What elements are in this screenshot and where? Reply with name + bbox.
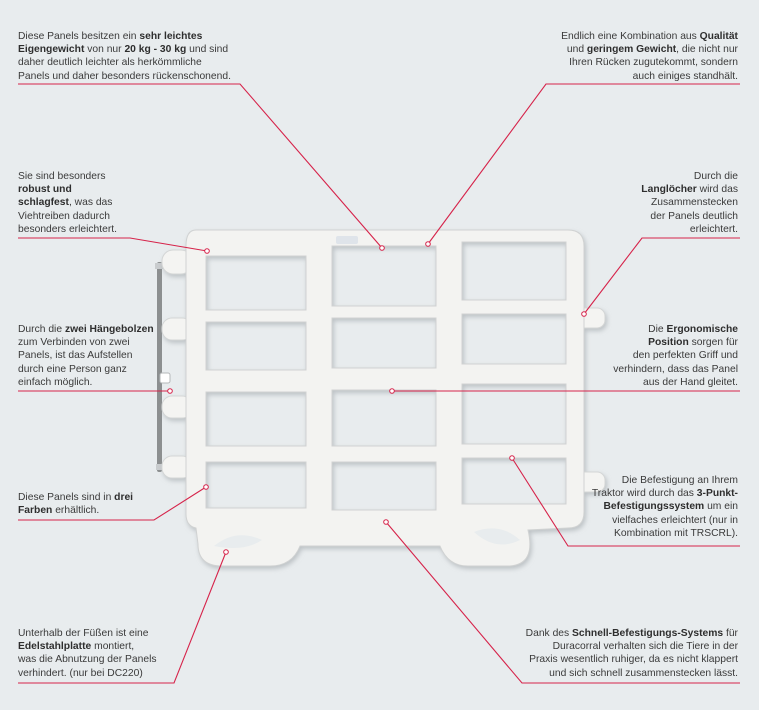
callout-line-edelstahl xyxy=(18,551,227,684)
note-text: Ihren Rücken zugutekommt, sondern xyxy=(569,57,738,69)
note-bold: robust und xyxy=(18,184,72,196)
note-bold: Schnell-Befestigungs-Systems xyxy=(572,628,724,639)
note-text: zum Verbinden von zwei xyxy=(18,337,130,349)
note-text: Unterhalb der Füßen ist eine xyxy=(18,628,149,639)
note-bold: 20 kg - 30 kg xyxy=(124,44,187,56)
note-text: aus der Hand gleitet. xyxy=(642,376,738,388)
note-text: Traktor wird durch das xyxy=(591,488,697,500)
note-text: durch eine Person ganz xyxy=(18,363,127,375)
callout-line-farben xyxy=(18,486,207,521)
note-schnell: Dank des Schnell-Befestigungs-Systems fü… xyxy=(508,627,738,680)
note-farben: Diese Panels sind in drei Farben erhältl… xyxy=(18,491,168,517)
note-text: sorgen für xyxy=(688,337,738,349)
callout-line-schnell xyxy=(385,521,740,684)
note-text: Panels und daher besonders rückenschonen… xyxy=(18,70,231,82)
note-text: Die xyxy=(648,324,667,335)
note-haengebolzen: Durch die zwei Hängebolzen zum Verbinden… xyxy=(18,323,168,389)
note-text: montiert, xyxy=(91,641,135,653)
note-text: Kombination mit TRSCRL). xyxy=(614,527,738,539)
note-robust: Sie sind besonders robust und schlagfest… xyxy=(18,170,158,236)
note-text: erleichtert. xyxy=(689,223,738,235)
note-text: Praxis wesentlich ruhiger, da es nicht k… xyxy=(529,654,738,666)
callout-line-langloecher xyxy=(583,237,740,315)
note-bold: Langlöcher xyxy=(641,184,697,196)
note-text: von nur xyxy=(84,44,125,56)
note-text: und xyxy=(566,44,587,56)
note-text: auch einiges standhält. xyxy=(632,70,738,82)
brand-label-mark xyxy=(336,236,358,244)
note-text: und sind xyxy=(186,44,229,56)
callout-line-robust xyxy=(18,237,208,252)
note-text: Viehtreiben dadurch xyxy=(18,210,110,222)
note-bold: Qualität xyxy=(699,31,738,42)
note-text: Diese Panels sind in xyxy=(18,492,115,503)
note-text: der Panels deutlich xyxy=(650,210,738,222)
note-bold: Position xyxy=(648,337,689,349)
note-text: den perfekten Griff und xyxy=(632,350,738,362)
callout-line-qualitaet xyxy=(427,83,740,245)
note-text: Sie sind besonders xyxy=(18,171,106,182)
callout-line-gewicht xyxy=(18,83,383,249)
note-text: verhindert. (nur bei DC220) xyxy=(18,667,143,679)
note-text: Durch die xyxy=(18,324,65,335)
note-text: daher deutlich leichter als herkömmliche xyxy=(18,57,202,69)
note-bold: schlagfest xyxy=(18,197,69,209)
note-text: was die Abnutzung der Panels xyxy=(18,654,157,666)
note-text: und sich schnell zusammenstecken lässt. xyxy=(549,667,738,679)
note-text: wird das xyxy=(696,184,738,196)
note-text: Dank des xyxy=(525,628,573,639)
note-text: Zusammenstecken xyxy=(651,197,738,209)
panel-body xyxy=(161,229,606,567)
note-gewicht: Diese Panels besitzen ein sehr leichtes … xyxy=(18,30,258,83)
note-text: Panels, ist das Aufstellen xyxy=(18,350,133,362)
note-bold: Eigengewicht xyxy=(18,44,85,56)
note-text: Duracorral verhalten sich die Tiere in d… xyxy=(552,641,738,653)
note-bold: sehr leichtes xyxy=(139,31,203,42)
note-ergonomisch: Die Ergonomische Position sorgen für den… xyxy=(588,323,738,389)
note-text: , was das xyxy=(68,197,113,209)
callout-line-befestigung xyxy=(511,457,740,547)
note-text: Durch die xyxy=(693,171,738,182)
note-langloecher: Durch die Langlöcher wird das Zusammenst… xyxy=(608,170,738,236)
note-bold: drei xyxy=(114,492,134,503)
note-befestigung: Die Befestigung an Ihrem Traktor wird du… xyxy=(578,474,738,540)
note-bold: Edelstahlplatte xyxy=(18,641,92,653)
note-bold: geringem Gewicht xyxy=(586,44,677,56)
note-text: vielfaches erleichtert (nur in xyxy=(612,514,738,526)
note-text: , die nicht nur xyxy=(676,44,738,56)
note-qualitaet: Endlich eine Kombination aus Qualität un… xyxy=(518,30,738,83)
callout-dots xyxy=(167,241,587,555)
note-text: einfach möglich. xyxy=(18,376,93,388)
note-text: erhältlich. xyxy=(52,505,100,517)
note-text: für xyxy=(723,628,738,639)
note-text: verhindern, dass das Panel xyxy=(613,363,738,375)
note-bold: Ergonomische xyxy=(666,324,738,335)
callout-lines xyxy=(18,83,740,684)
note-bold: zwei Hängebolzen xyxy=(64,324,154,335)
note-text: Die Befestigung an Ihrem xyxy=(621,475,738,486)
note-text: besonders erleichtert. xyxy=(18,223,118,235)
note-text: um ein xyxy=(704,501,738,513)
note-bold: Farben xyxy=(18,505,53,517)
note-text: Diese Panels besitzen ein xyxy=(18,31,140,42)
note-bold: Befestigungssystem xyxy=(603,501,705,513)
note-bold: 3-Punkt- xyxy=(696,488,738,500)
note-edelstahl: Unterhalb der Füßen ist eine Edelstahlpl… xyxy=(18,627,188,680)
note-text: Endlich eine Kombination aus xyxy=(561,31,700,42)
